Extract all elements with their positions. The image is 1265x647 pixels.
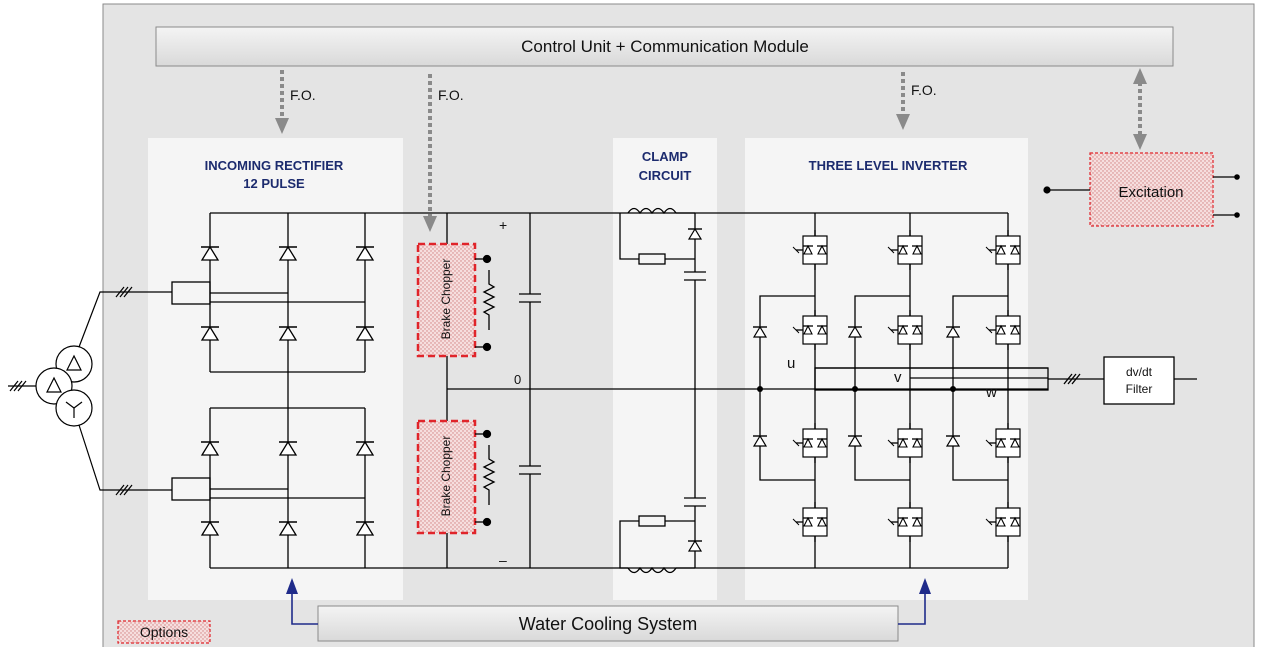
- inverter-neutral-nodes: [757, 386, 956, 392]
- control-unit-label: Control Unit + Communication Module: [521, 37, 809, 56]
- filter-label-line1: dv/dt: [1126, 365, 1153, 379]
- excitation-box[interactable]: Excitation: [1089, 152, 1214, 227]
- phase-w-label: w: [985, 384, 997, 401]
- rectifier-title-line1: INCOMING RECTIFIER: [205, 158, 344, 173]
- inverter-panel: [745, 138, 1028, 600]
- brake-chopper-top-label: Brake Chopper: [439, 259, 453, 340]
- fo-link-excitation: [1133, 68, 1147, 150]
- clamp-panel: [613, 138, 717, 600]
- clamp-title-line1: CLAMP: [642, 149, 689, 164]
- fo-label-1: F.O.: [290, 87, 316, 103]
- rectifier-title-line2: 12 PULSE: [243, 176, 305, 191]
- rectifier-bridges: [171, 212, 1008, 569]
- dc-minus-label: –: [499, 552, 507, 568]
- dc-zero-label: 0: [514, 372, 521, 387]
- excitation-wires: [1043, 174, 1240, 218]
- dvdt-filter-box[interactable]: dv/dt Filter: [1103, 356, 1175, 405]
- brake-chopper-top[interactable]: Brake Chopper: [416, 242, 477, 358]
- excitation-label: Excitation: [1118, 184, 1183, 201]
- filter-label-line2: Filter: [1126, 382, 1153, 396]
- options-legend: Options: [117, 620, 211, 644]
- brake-resistors: [475, 254, 496, 527]
- options-legend-label: Options: [140, 624, 188, 640]
- input-transformer: [8, 286, 172, 496]
- cooling-arrows: [291, 592, 926, 625]
- fo-label-2: F.O.: [438, 87, 464, 103]
- brake-chopper-bottom-label: Brake Chopper: [439, 436, 453, 517]
- control-unit-bar[interactable]: Control Unit + Communication Module: [155, 26, 1174, 67]
- fo-label-3: F.O.: [911, 82, 937, 98]
- phase-v-label: v: [894, 369, 902, 386]
- inverter-title: THREE LEVEL INVERTER: [809, 158, 968, 173]
- rectifier-panel: [148, 138, 403, 600]
- clamp-circuit: [619, 207, 706, 574]
- water-cooling-label: Water Cooling System: [519, 614, 697, 634]
- dc-plus-label: +: [499, 217, 507, 233]
- clamp-title-line2: CIRCUIT: [639, 168, 692, 183]
- phase-u-label: u: [787, 355, 795, 372]
- brake-chopper-bottom[interactable]: Brake Chopper: [416, 419, 477, 535]
- water-cooling-bar[interactable]: Water Cooling System: [317, 605, 899, 642]
